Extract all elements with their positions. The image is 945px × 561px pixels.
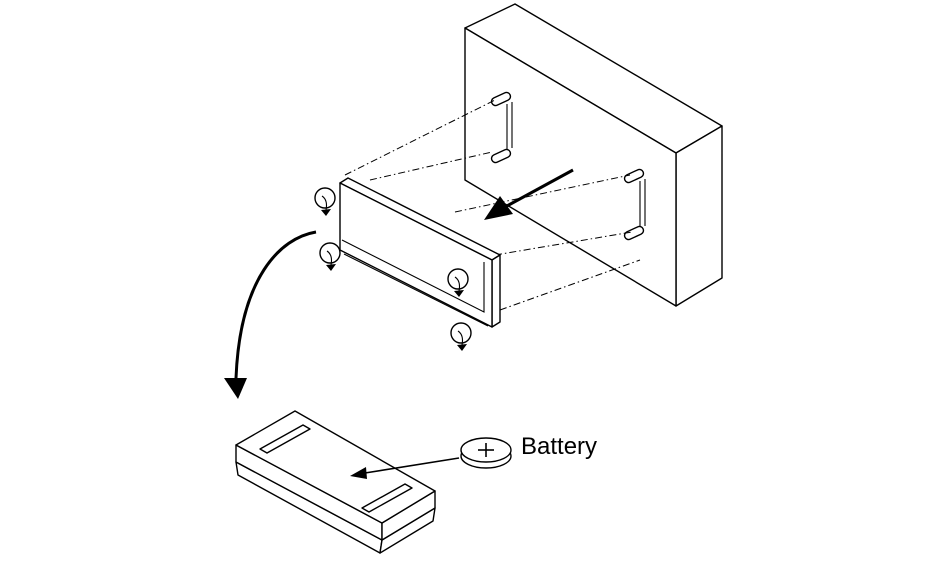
module-top-slot-front: [361, 483, 413, 513]
screw-top-left-icon: [314, 187, 336, 216]
cover-panel-face: [339, 182, 493, 328]
housing-connector-right: [623, 168, 646, 241]
cover-panel-side-edge: [491, 254, 501, 328]
insertion-arrow: [484, 168, 574, 220]
screw-bottom-right-icon: [450, 322, 472, 351]
instrument-housing: [464, 3, 723, 307]
screw-panel-icon: [447, 268, 469, 297]
housing-front-face: [464, 27, 677, 307]
housing-connector-left: [490, 91, 513, 164]
housing-side-face: [675, 125, 723, 307]
battery-module: [235, 410, 436, 554]
battery-callout-arrow: [350, 457, 460, 479]
cover-panel: [339, 177, 501, 328]
battery-coin-icon: [460, 437, 512, 469]
alignment-lines: [344, 99, 641, 311]
screw-bottom-left-icon: [319, 242, 341, 271]
module-top-slot-back: [259, 424, 311, 454]
battery-label: Battery: [521, 433, 598, 460]
removal-arrow: [224, 230, 317, 399]
